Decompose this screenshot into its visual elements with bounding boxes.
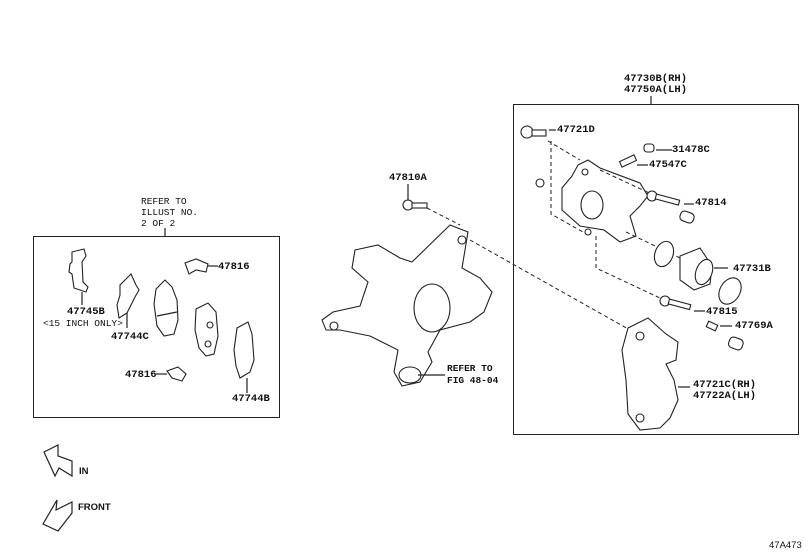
caliper-assembly-box — [513, 104, 799, 435]
part-label-47810a[interactable]: 47810A — [389, 172, 427, 184]
shim-47745b-icon — [68, 248, 89, 305]
guide-pin-47814-icon — [646, 190, 695, 224]
illustration-id: 47A473 — [769, 540, 802, 551]
part-label-47721c-rh[interactable]: 47721C(RH) — [693, 379, 757, 391]
bleeder-cap-31478c-icon — [643, 143, 672, 153]
part-label-31478c[interactable]: 31478C — [672, 144, 710, 156]
caliper-bolt-dash-line — [547, 140, 581, 161]
caliper-side-dash-line — [550, 141, 584, 233]
knuckle-bolt-47810a-icon — [402, 184, 428, 211]
brake-pad-inner-icon — [153, 279, 179, 337]
knuckle-refer-note-line2: FIG 48-04 — [447, 375, 499, 386]
lower-pin-dash-line — [595, 236, 661, 299]
steering-knuckle-icon — [321, 224, 493, 387]
shim-47744b-icon — [233, 321, 255, 393]
caliper-assembly-lh-label[interactable]: 47750A(LH) — [624, 84, 688, 96]
part-label-47816-bottom[interactable]: 47816 — [125, 369, 157, 381]
part-label-47744b[interactable]: 47744B — [232, 393, 270, 405]
part-label-47547c[interactable]: 47547C — [649, 159, 687, 171]
bleeder-screw-47547c-icon — [618, 154, 648, 168]
pad-refer-note-line1: REFER TO — [141, 196, 187, 207]
guide-pin-47815-icon — [659, 295, 705, 312]
caliper-assembly-rh-label[interactable]: 47730B(RH) — [624, 73, 688, 85]
in-label: IN — [79, 466, 89, 477]
part-note-15-inch-only: <15 INCH ONLY> — [43, 318, 123, 329]
bushing-47769a-icon — [705, 320, 744, 351]
clip-47816-bottom-icon — [156, 366, 187, 382]
part-label-47816-top[interactable]: 47816 — [218, 261, 250, 273]
knuckle-to-bracket-dash-line — [469, 239, 631, 331]
in-arrow-icon — [43, 444, 73, 478]
bolt-47721d-icon — [520, 125, 556, 139]
piston-47731b-icon — [679, 247, 742, 305]
part-label-47722a-lh[interactable]: 47722A(LH) — [693, 390, 757, 402]
caliper-bracket-icon — [621, 317, 690, 431]
part-label-47815[interactable]: 47815 — [706, 306, 738, 318]
pad-refer-note-line2: ILLUST NO. — [141, 207, 199, 218]
caliper-body-icon — [535, 159, 649, 243]
front-label: FRONT — [78, 502, 111, 513]
knuckle-dash-line — [426, 207, 461, 226]
part-label-47721d[interactable]: 47721D — [557, 124, 595, 136]
piston-seal-icon — [653, 240, 675, 268]
front-arrow-icon — [42, 499, 73, 532]
part-label-47744c[interactable]: 47744C — [111, 331, 149, 343]
part-label-47731b[interactable]: 47731B — [733, 263, 771, 275]
part-label-47814[interactable]: 47814 — [695, 197, 727, 209]
brake-pad-outer-icon — [194, 302, 219, 357]
knuckle-refer-note-line1: REFER TO — [447, 363, 493, 374]
pad-refer-note-line3: 2 OF 2 — [141, 218, 176, 229]
part-label-47745b[interactable]: 47745B — [67, 306, 105, 318]
brake-pad-kit-box — [33, 236, 280, 418]
shim-47744c-icon — [116, 273, 140, 328]
part-label-47769a[interactable]: 47769A — [735, 320, 773, 332]
clip-47816-top-icon — [184, 258, 218, 275]
